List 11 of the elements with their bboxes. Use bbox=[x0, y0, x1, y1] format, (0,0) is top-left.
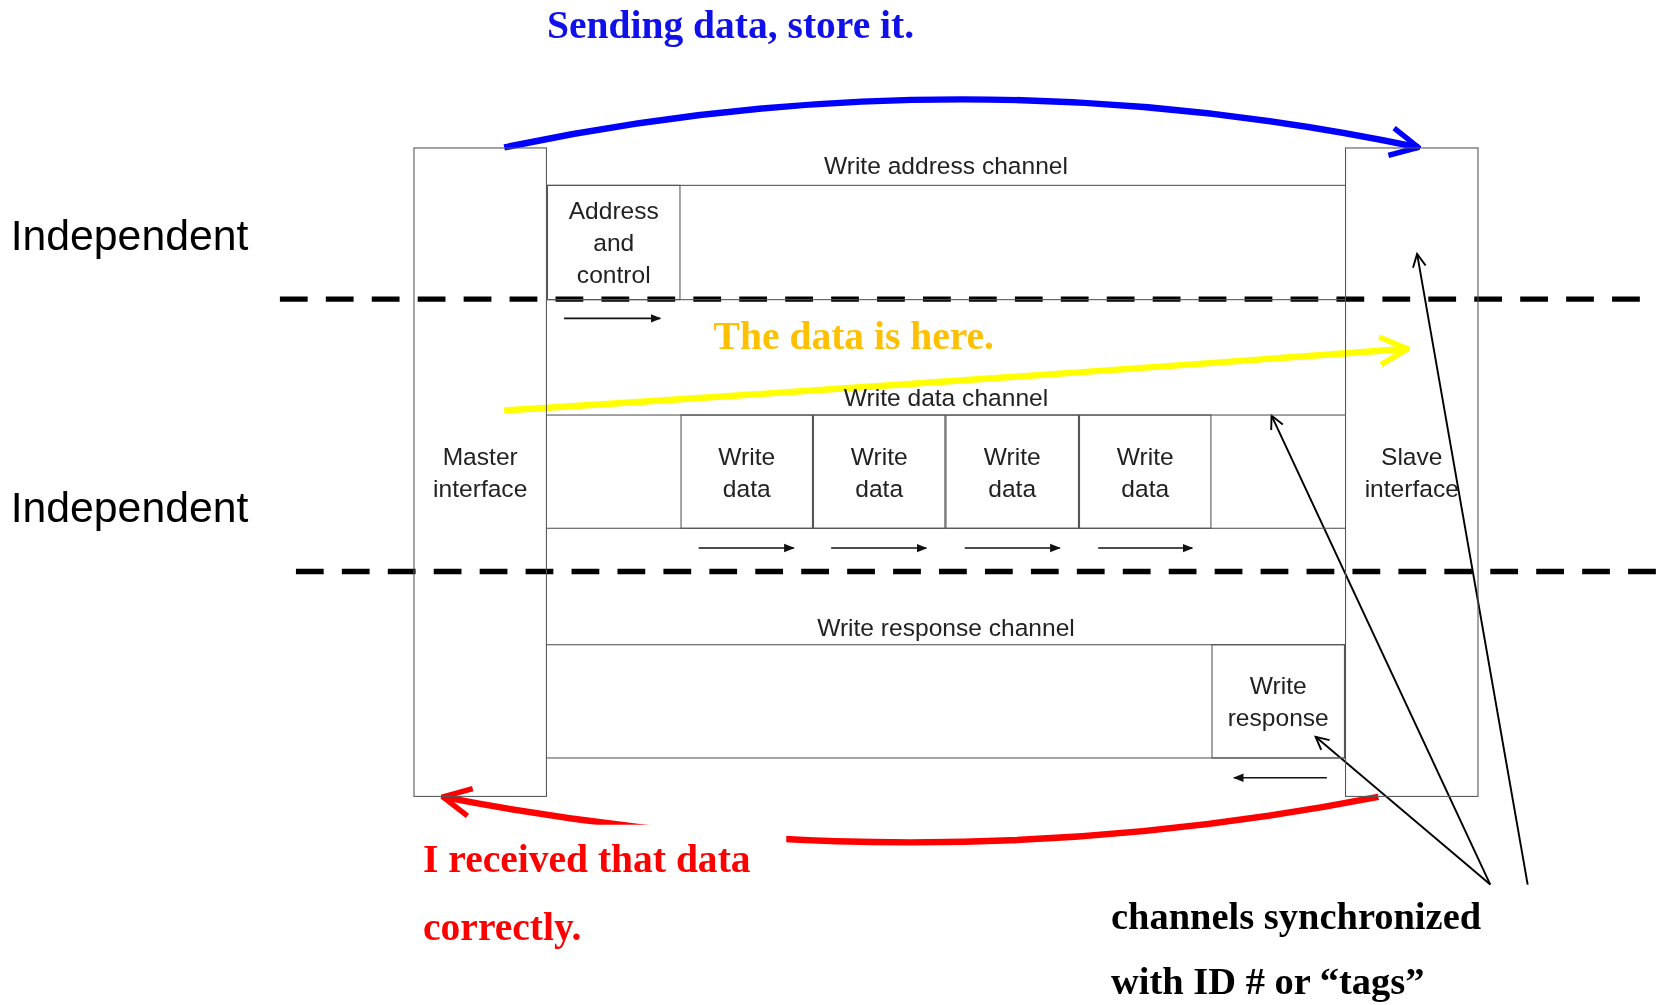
channel-heading: Write data channel bbox=[842, 382, 1050, 414]
channel-heading: Write response channel bbox=[816, 612, 1076, 643]
arrow bbox=[504, 334, 1411, 414]
leader-line bbox=[1270, 414, 1492, 886]
annotation-text: channels synchronized with ID # or “tags” bbox=[1111, 884, 1539, 1005]
leader-line bbox=[1314, 735, 1492, 886]
leader-line bbox=[1412, 253, 1529, 886]
side-label: Independent bbox=[10, 483, 249, 532]
arrow bbox=[503, 96, 1422, 159]
channel-heading: Write address channel bbox=[822, 150, 1069, 182]
side-label: Independent bbox=[10, 211, 249, 260]
